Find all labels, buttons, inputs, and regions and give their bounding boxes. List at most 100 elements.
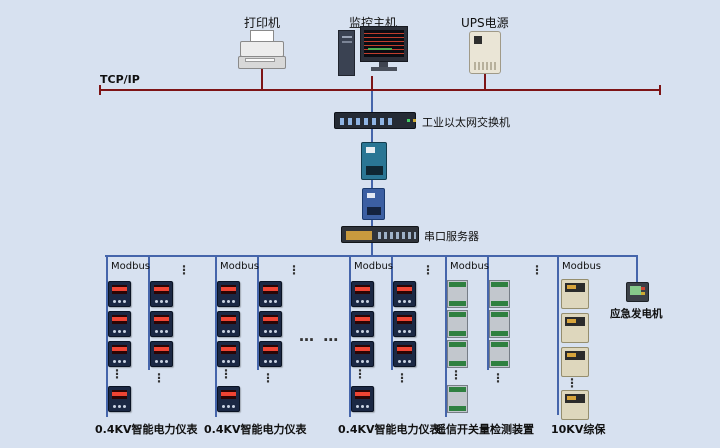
ethernet-switch-label: 工业以太网交换机 (422, 116, 510, 129)
monitor-host-icon (334, 24, 412, 76)
column2-line-a (215, 255, 217, 417)
monitor-waveform-green (368, 48, 392, 50)
pc-tower (338, 30, 355, 76)
io-module-icon (447, 280, 468, 308)
column2-label: 0.4KV智能电力仪表 (204, 423, 307, 436)
power-meter-icon (150, 281, 173, 307)
power-meter-icon (108, 341, 131, 367)
io-module-icon (489, 280, 510, 308)
printer-icon (238, 30, 286, 70)
column3-label: 0.4KV智能电力仪表 (338, 423, 441, 436)
protection-relay-icon (561, 347, 589, 377)
protocol-converter-icon (362, 188, 385, 220)
modbus-label-4: Modbus (450, 261, 489, 272)
protection-relay-icon (561, 313, 589, 343)
more-devices-dots: ⋮ (492, 371, 504, 385)
printer-label: 打印机 (244, 16, 281, 30)
column3-line-a (349, 255, 351, 417)
column4-label: 遥信开关量检测装置 (435, 423, 534, 436)
switch-ports (340, 118, 392, 125)
ups-display-window (474, 36, 482, 44)
pc-tower-slot2 (342, 41, 352, 43)
converter2-to-server-line (371, 220, 373, 226)
power-meter-icon (351, 281, 374, 307)
column5-label: 10KV综保 (551, 423, 606, 436)
power-meter-icon (393, 341, 416, 367)
ups-drop-line (484, 74, 486, 89)
ups-label: UPS电源 (461, 16, 509, 30)
more-devices-dots: ⋮ (531, 263, 543, 277)
power-meter-icon (108, 311, 131, 337)
column4-line-a (445, 255, 447, 417)
printer-output-slot (245, 58, 275, 62)
power-meter-icon (217, 311, 240, 337)
protection-relay-icon (561, 390, 589, 420)
serial-server-label-band (346, 231, 372, 240)
converter1-to-converter2-line (371, 180, 373, 188)
tcpip-bus-end-tick-left (99, 85, 101, 95)
generator-label: 应急发电机 (610, 308, 663, 320)
printer-body (240, 41, 284, 57)
column1-line-a (106, 255, 108, 417)
serial-server-label: 串口服务器 (424, 230, 479, 243)
io-module-icon (447, 340, 468, 368)
column2-line-b (257, 255, 259, 370)
protocol-converter-ports (367, 207, 381, 215)
io-module-icon (447, 310, 468, 338)
io-module-icon (489, 310, 510, 338)
column3-line-b (391, 255, 393, 370)
media-converter-label-strip (366, 147, 375, 153)
tcpip-label: TCP/IP (100, 73, 140, 86)
power-meter-icon (259, 341, 282, 367)
power-meter-icon (150, 311, 173, 337)
ups-vents (474, 62, 496, 70)
column4-line-b (487, 255, 489, 370)
power-meter-icon (259, 311, 282, 337)
more-devices-dots: ⋮ (220, 367, 232, 381)
more-devices-dots: ⋮ (262, 371, 274, 385)
power-meter-icon (259, 281, 282, 307)
modbus-label-5: Modbus (562, 261, 601, 272)
generator-controller-icon (626, 282, 649, 302)
io-module-icon (489, 340, 510, 368)
more-devices-dots: ⋮ (450, 368, 462, 382)
protection-relay-icon (561, 279, 589, 309)
more-devices-dots: ⋮ (178, 263, 190, 277)
generator-drop-line (636, 255, 638, 283)
power-meter-icon (217, 386, 240, 412)
more-devices-dots: ⋮ (566, 376, 578, 390)
bus-to-switch-line (371, 91, 373, 112)
more-devices-dots: ⋮ (288, 263, 300, 277)
monitor-base (371, 67, 397, 71)
monitor-bezel (360, 26, 408, 62)
monitor-drop-line (371, 76, 373, 89)
power-meter-icon (351, 311, 374, 337)
serial-server-icon (341, 226, 419, 243)
column1-line-b (148, 255, 150, 370)
power-meter-icon (217, 341, 240, 367)
media-converter-icon (361, 142, 387, 180)
modbus-label-3: Modbus (354, 261, 393, 272)
column5-line (557, 255, 559, 415)
tcpip-bus-line (100, 89, 660, 91)
more-devices-dots: ⋮ (354, 367, 366, 381)
switch-to-converter-line (371, 128, 373, 142)
protocol-converter-label-strip (367, 193, 375, 198)
more-columns-dots: … … (299, 327, 341, 345)
media-converter-ports (366, 166, 383, 175)
ethernet-switch-icon (334, 112, 416, 129)
modbus-bus-line (105, 255, 638, 257)
more-devices-dots: ⋮ (153, 371, 165, 385)
modbus-label-2: Modbus (220, 261, 259, 272)
power-meter-icon (150, 341, 173, 367)
power-meter-icon (108, 281, 131, 307)
tcpip-bus-end-tick-right (659, 85, 661, 95)
more-devices-dots: ⋮ (396, 371, 408, 385)
power-meter-icon (108, 386, 131, 412)
switch-leds (407, 119, 410, 122)
more-devices-dots: ⋮ (422, 263, 434, 277)
power-meter-icon (393, 281, 416, 307)
power-meter-icon (351, 386, 374, 412)
io-module-icon (447, 385, 468, 413)
